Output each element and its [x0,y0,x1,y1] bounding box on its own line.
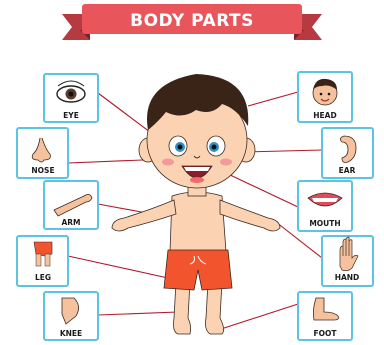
part-label: EAR [339,166,356,175]
line-knee [98,312,178,315]
part-card-foot: FOOT [298,292,352,340]
head-icon [313,79,337,105]
part-card-arm: ARM [44,181,98,229]
part-card-leg: LEG [17,236,68,286]
line-mouth [228,174,298,207]
part-card-mouth: MOUTH [298,181,352,231]
boy-illustration [112,74,280,334]
page-title: BODY PARTS [130,11,254,31]
part-label: LEG [35,273,51,282]
part-card-eye: EYE [44,74,98,122]
part-card-ear: EAR [322,128,373,178]
part-label: HAND [335,273,360,282]
part-label: EYE [63,111,79,120]
part-card-knee: KNEE [44,292,98,340]
title-ribbon: BODY PARTS [62,4,322,40]
line-ear [244,150,322,152]
line-foot [218,304,298,330]
right-arm [220,200,280,231]
left-arm [112,200,176,231]
part-label: MOUTH [309,219,340,228]
part-label: KNEE [60,329,82,338]
part-card-hand: HAND [322,236,373,286]
part-label: ARM [61,218,80,227]
part-label: HEAD [313,111,336,120]
line-leg [68,256,168,278]
part-label: FOOT [314,329,338,338]
torso [170,192,226,252]
part-label: NOSE [31,166,54,175]
part-card-head: HEAD [298,72,352,122]
line-head [248,92,298,106]
part-card-nose: NOSE [17,128,68,178]
